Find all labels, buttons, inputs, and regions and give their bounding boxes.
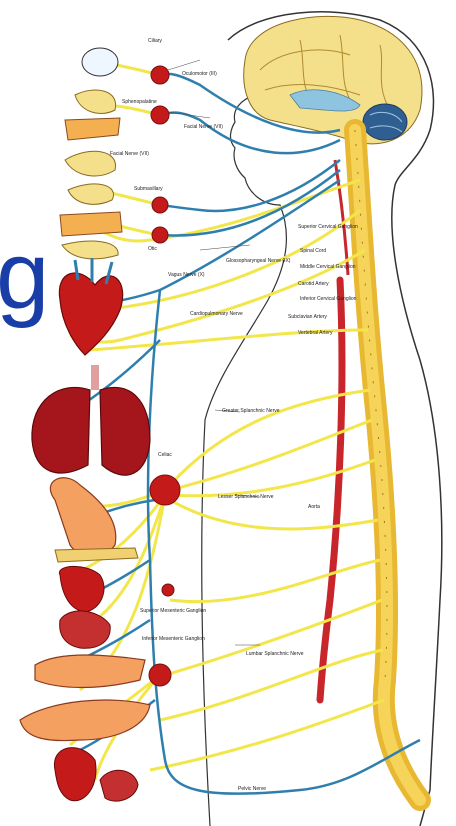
- label-superior-mesenteric: Superior Mesenteric Ganglion: [140, 608, 206, 614]
- sublingual-gland: [68, 184, 114, 204]
- superior-mesenteric-ganglion: [162, 584, 174, 596]
- label-facial-nerve-left: Facial Nerve (VII): [110, 151, 149, 157]
- pancreas: [55, 548, 138, 562]
- label-cardiopulmonary: Cardiopulmonary Nerve: [190, 311, 243, 317]
- label-ciliary: Ciliary: [148, 38, 162, 44]
- large-intestine: [20, 700, 150, 741]
- inferior-mesenteric-ganglion: [149, 664, 171, 686]
- label-superior-cervical: Superior Cervical Ganglion: [298, 224, 358, 230]
- label-inferior-mesenteric: Inferior Mesenteric Ganglion: [142, 636, 205, 642]
- bladder: [54, 748, 96, 801]
- ganglia: [149, 66, 180, 686]
- label-carotid-artery: Carotid Artery: [298, 281, 329, 287]
- label-aorta: Aorta: [308, 504, 320, 510]
- label-spinal-cord: Spinal Cord: [300, 248, 326, 254]
- face-profile: [202, 95, 287, 826]
- label-lumbar-splanchnic: Lumbar Splanchnic Nerve: [246, 651, 304, 657]
- small-intestine: [35, 655, 145, 688]
- kidney: [60, 611, 111, 648]
- sphenopalatine-ganglion: [151, 106, 169, 124]
- label-otic: Otic: [148, 246, 157, 252]
- parotid-gland: [60, 212, 122, 236]
- aorta: [320, 280, 342, 700]
- nasal-mucosa: [65, 118, 120, 140]
- label-inferior-cervical: Inferior Cervical Ganglion: [300, 296, 357, 302]
- label-vertebral: Vertebral Artery: [298, 330, 333, 336]
- label-vagus: Vagus Nerve (X): [168, 272, 205, 278]
- submaxillary-gland: [65, 151, 116, 176]
- stomach: [50, 478, 115, 556]
- label-lesser-splanchnic: Lesser Splanchnic Nerve: [218, 494, 274, 500]
- label-pelvic-nerve: Pelvic Nerve: [238, 786, 266, 792]
- eye: [82, 48, 118, 76]
- left-lung: [32, 387, 90, 473]
- label-facial-nerve-upper: Facial Nerve (VII): [184, 124, 223, 130]
- reproductive-organ: [100, 770, 138, 801]
- ciliary-ganglion: [151, 66, 169, 84]
- label-submaxillary: Submaxillary: [134, 186, 163, 192]
- otic-ganglion: [152, 227, 168, 243]
- submaxillary-ganglion: [152, 197, 168, 213]
- label-middle-cervical: Middle Cervical Ganglion: [300, 264, 356, 270]
- label-glossopharyngeal: Glossopharyngeal Nerve (IX): [226, 258, 291, 264]
- overlay-letter: g: [0, 228, 49, 324]
- right-lung: [100, 387, 150, 475]
- mucous-gland: [62, 241, 118, 259]
- carotid-artery: [335, 160, 348, 275]
- label-greater-splanchnic: Greater Splanchnic Nerve: [222, 408, 280, 414]
- label-celiac: Celiac: [158, 452, 172, 458]
- lacrimal-gland: [75, 90, 116, 114]
- liver: [59, 566, 104, 612]
- organs: [20, 48, 150, 801]
- label-oculomotor: Oculomotor (III): [182, 71, 217, 77]
- label-subclavian: Subclavian Artery: [288, 314, 327, 320]
- celiac-ganglion: [150, 475, 180, 505]
- label-sphenopalatine: Sphenopalatine: [122, 99, 157, 105]
